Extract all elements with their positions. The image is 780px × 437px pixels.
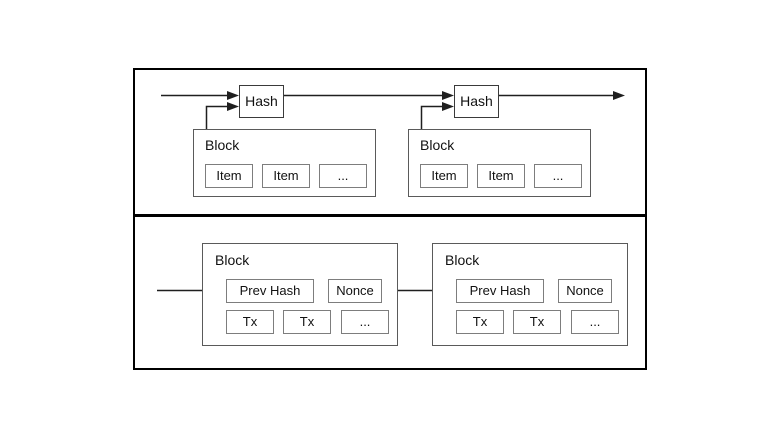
tx-ellipsis-box: ... — [341, 310, 389, 334]
item-box: Item — [205, 164, 253, 188]
item-box: Item — [477, 164, 525, 188]
block-chain-panel — [133, 215, 647, 370]
tx-box: Tx — [456, 310, 504, 334]
prev-hash-box: Prev Hash — [226, 279, 314, 303]
hash-box-2: Hash — [454, 85, 499, 118]
item-ellipsis-box: ... — [534, 164, 582, 188]
block-label: Block — [420, 137, 455, 153]
item-box: Item — [262, 164, 310, 188]
prev-hash-box: Prev Hash — [456, 279, 544, 303]
nonce-box: Nonce — [558, 279, 612, 303]
hash-box-1: Hash — [239, 85, 284, 118]
tx-box: Tx — [283, 310, 331, 334]
bottom-block-1: Block Prev Hash Nonce Tx Tx ... — [202, 243, 398, 346]
block-label: Block — [205, 137, 240, 153]
bottom-block-2: Block Prev Hash Nonce Tx Tx ... — [432, 243, 628, 346]
tx-box: Tx — [226, 310, 274, 334]
top-block-2: Block Item Item ... — [408, 129, 591, 197]
tx-box: Tx — [513, 310, 561, 334]
item-box: Item — [420, 164, 468, 188]
top-block-1: Block Item Item ... — [193, 129, 376, 197]
item-ellipsis-box: ... — [319, 164, 367, 188]
nonce-box: Nonce — [328, 279, 382, 303]
tx-ellipsis-box: ... — [571, 310, 619, 334]
block-label: Block — [215, 252, 250, 268]
block-label: Block — [445, 252, 480, 268]
